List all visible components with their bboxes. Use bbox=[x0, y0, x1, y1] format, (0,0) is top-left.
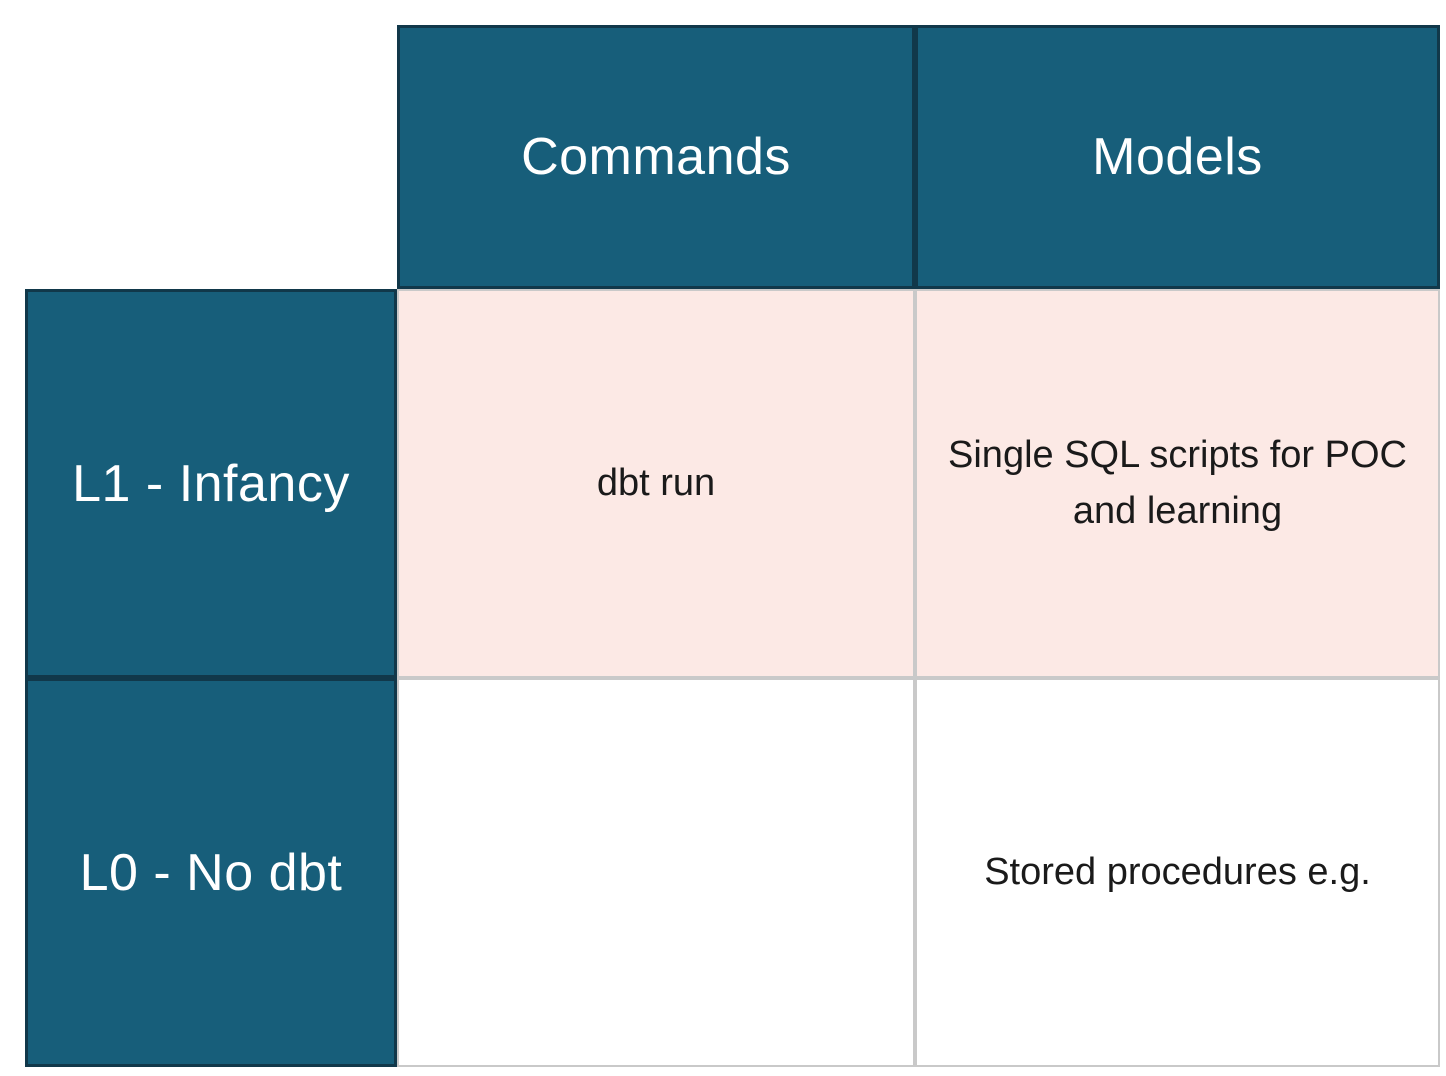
column-header-models: Models bbox=[915, 25, 1440, 289]
cell-l0-models: Stored procedures e.g. bbox=[915, 678, 1440, 1067]
corner-cell-empty bbox=[25, 25, 397, 289]
row-header-l0-no-dbt: L0 - No dbt bbox=[25, 678, 397, 1067]
cell-l0-commands bbox=[397, 678, 915, 1067]
cell-l1-commands: dbt run bbox=[397, 289, 915, 678]
maturity-matrix-table: Commands Models L1 - Infancy dbt run Sin… bbox=[25, 25, 1440, 1067]
row-header-l1-infancy: L1 - Infancy bbox=[25, 289, 397, 678]
cell-l1-models: Single SQL scripts for POC and learning bbox=[915, 289, 1440, 678]
column-header-commands: Commands bbox=[397, 25, 915, 289]
